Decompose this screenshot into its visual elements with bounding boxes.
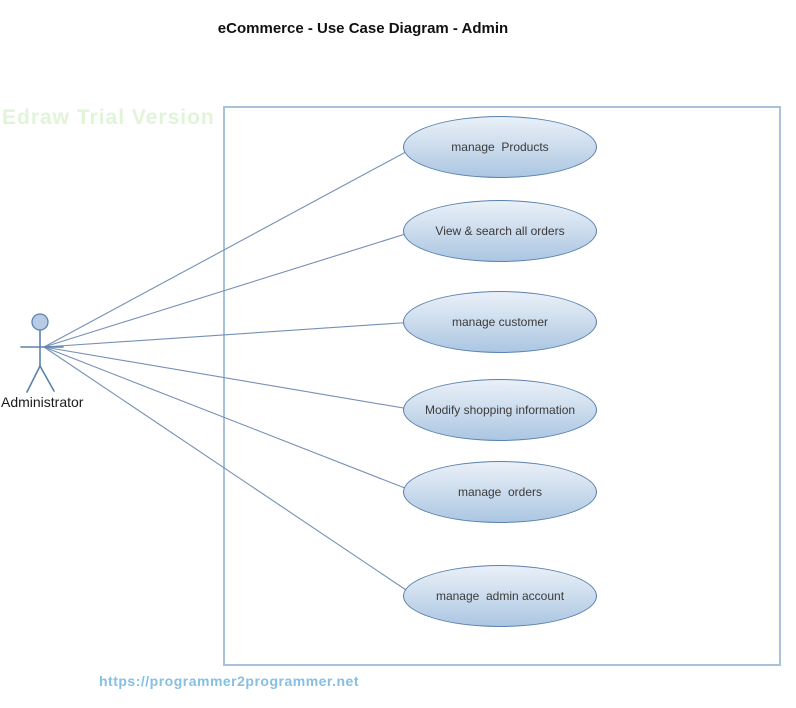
trial-watermark: Edraw Trial Version — [2, 106, 215, 129]
usecase-label: manage Products — [451, 140, 549, 154]
usecase-label: View & search all orders — [435, 224, 565, 238]
connector-manage-admin-account[interactable] — [43, 346, 416, 597]
actor-label: Administrator — [1, 394, 84, 410]
actor-figure[interactable] — [20, 313, 64, 393]
connector-manage-products[interactable] — [43, 146, 416, 348]
actor-left-leg — [26, 365, 41, 393]
usecase-label: manage orders — [457, 485, 543, 499]
usecase-manage-products[interactable]: manage Products — [403, 116, 597, 178]
connector-modify-shopping-information[interactable] — [43, 346, 416, 411]
connector-view-search-all-orders[interactable] — [43, 230, 416, 348]
usecase-view-search-all-orders[interactable]: View & search all orders — [403, 200, 597, 262]
usecase-manage-orders[interactable]: manage orders — [403, 461, 597, 523]
usecase-label: manage admin account — [435, 589, 565, 603]
connector-manage-orders[interactable] — [43, 346, 416, 493]
connector-manage-customer[interactable] — [43, 321, 416, 348]
usecase-label: Modify shopping information — [424, 403, 576, 417]
usecase-manage-admin-account[interactable]: manage admin account — [403, 565, 597, 627]
usecase-manage-customer[interactable]: manage customer — [403, 291, 597, 353]
usecase-label: manage customer — [451, 315, 549, 329]
usecase-modify-shopping-information[interactable]: Modify shopping information — [403, 379, 597, 441]
footer-url-link[interactable]: https://programmer2programmer.net — [99, 673, 359, 689]
actor-right-leg — [39, 365, 55, 392]
actor-head — [31, 313, 49, 331]
diagram-title: eCommerce - Use Case Diagram - Admin — [217, 20, 509, 37]
system-boundary[interactable] — [223, 106, 781, 666]
